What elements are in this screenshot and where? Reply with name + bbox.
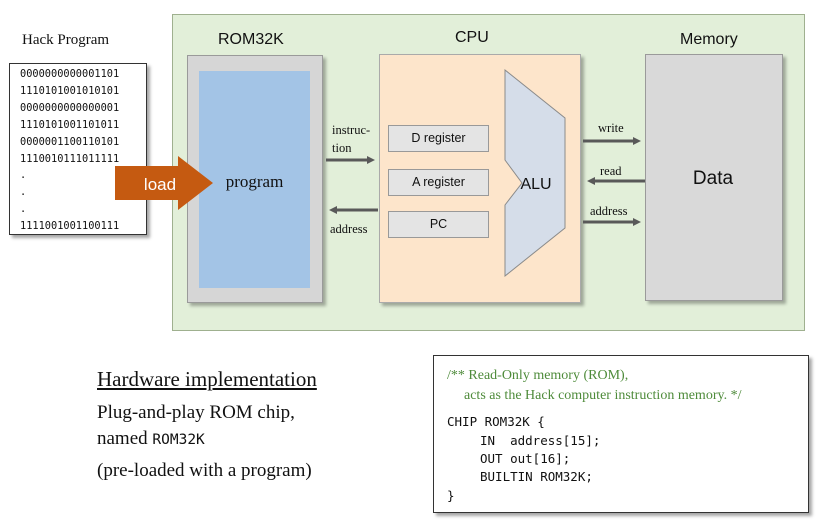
- hardware-title: Hardware implementation: [97, 367, 317, 391]
- memory-title: Memory: [680, 31, 738, 48]
- code-line-out: OUT out[16];: [480, 451, 571, 466]
- hardware-line-1: Plug-and-play ROM chip,: [97, 402, 295, 423]
- code-line: 1110101001101011: [20, 118, 120, 131]
- hack-program-title: Hack Program: [22, 32, 110, 48]
- memory-block: [645, 54, 783, 301]
- memory-data-label: Data: [692, 168, 734, 189]
- chip-name: ROM32K: [152, 432, 205, 448]
- instruction-label-2: tion: [332, 141, 352, 155]
- code-line-chip: CHIP ROM32K {: [447, 414, 545, 429]
- ellipsis-dot: .: [20, 169, 27, 182]
- d-register: D register: [388, 125, 489, 152]
- cpu-title: CPU: [455, 29, 489, 46]
- read-label: read: [600, 164, 622, 178]
- code-line: 0000001100110101: [20, 135, 120, 148]
- rom-title: ROM32K: [218, 31, 284, 48]
- hack-program-listing: 0000000000001101 1110101001010101 000000…: [9, 63, 147, 235]
- address-label-memory: address: [590, 204, 628, 218]
- load-label: load: [144, 175, 176, 194]
- address-label-rom: address: [330, 222, 368, 236]
- hardware-line-3: (pre-loaded with a program): [97, 460, 312, 481]
- code-line: 0000000000001101: [20, 68, 120, 80]
- load-arrow: [115, 156, 213, 210]
- hardware-line-2-prefix: named: [97, 428, 153, 449]
- code-line: 0000000000000001: [20, 101, 120, 114]
- alu-shape: [504, 68, 566, 278]
- code-line-close: }: [447, 488, 455, 503]
- ellipsis-dot: .: [20, 186, 27, 199]
- instruction-label-1: instruc-: [332, 123, 371, 137]
- alu-label: ALU: [520, 176, 551, 193]
- binary-code-lines: 0000000000001101 1110101001010101 000000…: [20, 66, 119, 235]
- pc-register: PC: [388, 211, 489, 238]
- ellipsis-dot: .: [20, 203, 27, 216]
- rom-program-label: program: [225, 172, 284, 191]
- code-line-builtin: BUILTIN ROM32K;: [480, 469, 593, 484]
- code-line: 1110101001010101: [20, 84, 120, 97]
- code-line: 1110010111011111: [20, 152, 120, 165]
- code-comment-line-2: acts as the Hack computer instruction me…: [464, 388, 742, 403]
- hdl-code-box: [433, 355, 809, 513]
- hardware-line-2: named ROM32K: [97, 428, 205, 450]
- code-comment-line-1: /** Read-Only memory (ROM),: [447, 368, 629, 383]
- code-line-in: IN address[15];: [480, 433, 601, 448]
- rom-program-area: [199, 71, 310, 288]
- code-line: 1111001001100111: [20, 220, 120, 233]
- a-register: A register: [388, 169, 489, 196]
- write-label: write: [598, 121, 624, 135]
